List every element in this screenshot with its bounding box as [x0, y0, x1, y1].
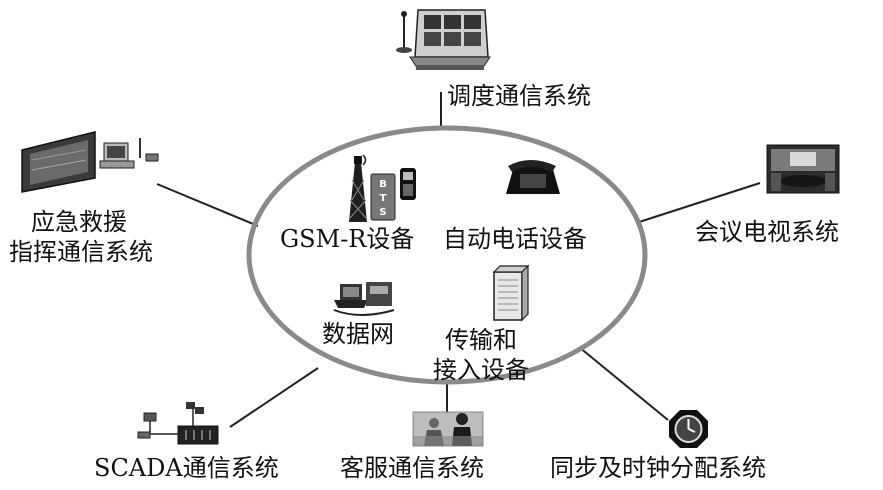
connector-clock — [578, 346, 669, 421]
connector-video-conference — [635, 182, 761, 224]
server-cabinet-icon — [492, 264, 530, 322]
auto-telephone-label: 自动电话设备 — [443, 225, 587, 253]
transmission-label-line1: 传输和 — [445, 326, 517, 354]
bts-letter-t: T — [380, 193, 387, 204]
central-network-ring — [246, 125, 648, 385]
dispatch-console-icon — [396, 9, 491, 70]
scada-network-icon — [137, 402, 219, 445]
transmission-label-line2: 接入设备 — [433, 356, 529, 384]
gsm-r-label: GSM-R设备 — [280, 225, 415, 253]
customer-service-label: 客服通信系统 — [340, 454, 484, 482]
data-network-label: 数据网 — [322, 320, 394, 348]
emergency-label-line1: 应急救援 — [31, 208, 127, 236]
gsm-r-bts-tower-icon — [349, 154, 416, 222]
telephone-icon — [506, 160, 560, 194]
emergency-command-station-icon — [21, 131, 159, 193]
video-conference-label: 会议电视系统 — [695, 218, 839, 246]
customer-service-icon — [412, 411, 484, 447]
video-conference-room-icon — [766, 144, 840, 194]
bts-letter-b: B — [379, 179, 387, 190]
scada-label: SCADA通信系统 — [94, 454, 279, 482]
connector-scada — [229, 367, 319, 428]
connector-emergency — [156, 183, 259, 227]
data-network-icon — [333, 282, 395, 316]
clock-distribution-label: 同步及时钟分配系统 — [550, 454, 766, 482]
clock-icon — [669, 410, 708, 448]
emergency-label-line2: 指挥通信系统 — [9, 238, 153, 266]
bts-letter-s: S — [379, 207, 386, 218]
dispatch-label: 调度通信系统 — [447, 82, 591, 110]
